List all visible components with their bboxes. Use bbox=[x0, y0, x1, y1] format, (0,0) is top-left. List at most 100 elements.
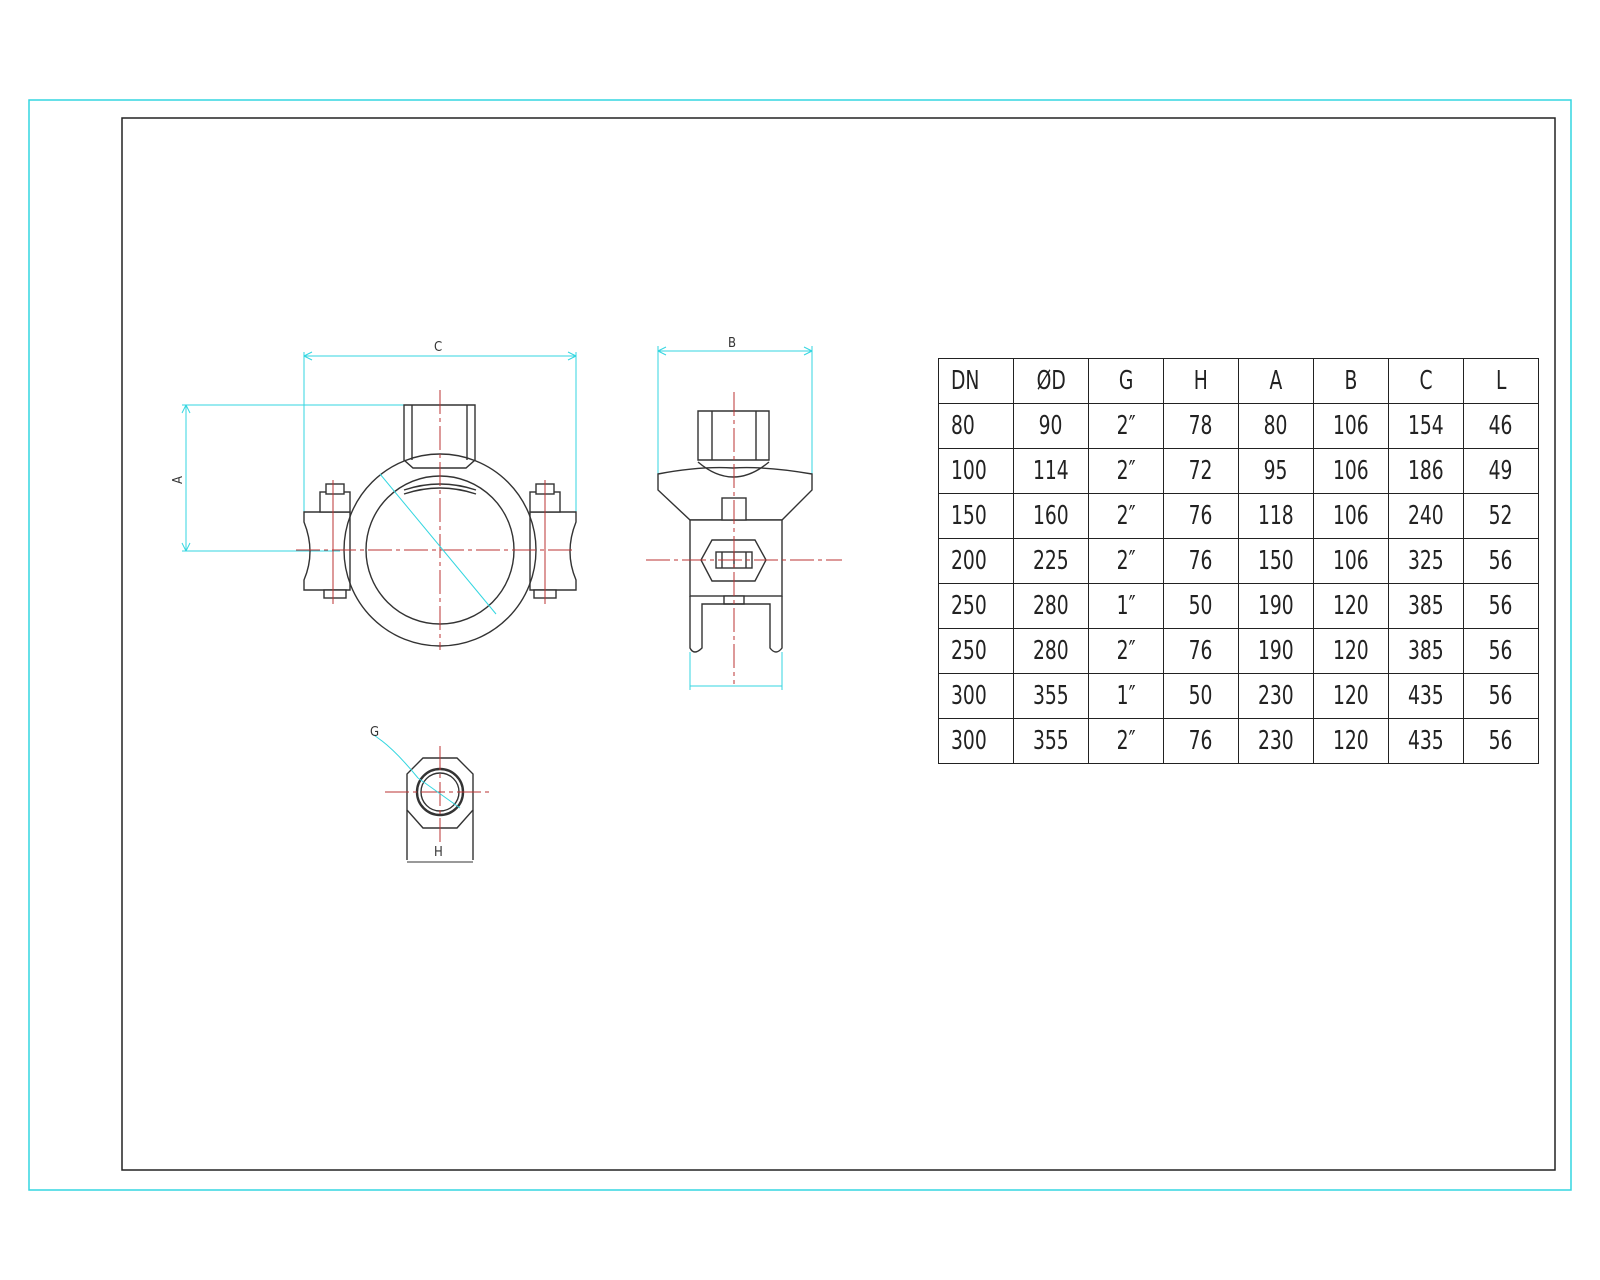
inner-frame bbox=[121, 117, 1556, 1171]
table-cell: 52 bbox=[1463, 493, 1539, 539]
table-cell: 435 bbox=[1388, 718, 1464, 764]
table-header-row: DN ØD G H A B C L bbox=[938, 358, 1539, 404]
table-cell: 50 bbox=[1163, 673, 1239, 719]
table-cell: 106 bbox=[1313, 493, 1389, 539]
dimension-l bbox=[689, 652, 783, 690]
table-cell: 154 bbox=[1388, 403, 1464, 449]
table-cell: 56 bbox=[1463, 673, 1539, 719]
table-cell: 120 bbox=[1313, 583, 1389, 629]
table-cell: 190 bbox=[1238, 583, 1314, 629]
outlet-stub bbox=[403, 404, 476, 469]
header-b: B bbox=[1313, 358, 1389, 404]
table-cell: 190 bbox=[1238, 628, 1314, 674]
table-cell: 1″ bbox=[1088, 673, 1164, 719]
side-view: B bbox=[646, 336, 842, 690]
table-cell: 186 bbox=[1388, 448, 1464, 494]
diameter-line bbox=[379, 473, 497, 615]
outlet-octagon bbox=[406, 757, 474, 829]
table-cell: 56 bbox=[1463, 628, 1539, 674]
side-centerlines bbox=[646, 392, 842, 684]
front-centerlines bbox=[296, 390, 574, 650]
header-dn: DN bbox=[938, 358, 1014, 404]
table-cell: 90 bbox=[1013, 403, 1089, 449]
table-cell: 325 bbox=[1388, 538, 1464, 584]
table-cell: 385 bbox=[1388, 583, 1464, 629]
table-cell: 80 bbox=[1238, 403, 1314, 449]
front-view: C A bbox=[171, 340, 577, 650]
dim-label-h: H bbox=[434, 845, 443, 860]
table-cell: 100 bbox=[938, 448, 1014, 494]
table-cell: 120 bbox=[1313, 628, 1389, 674]
table-cell: 106 bbox=[1313, 448, 1389, 494]
table-cell: 120 bbox=[1313, 718, 1389, 764]
table-cell: 150 bbox=[1238, 538, 1314, 584]
table-cell: 2″ bbox=[1088, 718, 1164, 764]
table-cell: 106 bbox=[1313, 403, 1389, 449]
table-cell: 2″ bbox=[1088, 628, 1164, 674]
table-cell: 250 bbox=[938, 628, 1014, 674]
header-g: G bbox=[1088, 358, 1164, 404]
right-lug bbox=[529, 511, 577, 591]
outlet-view bbox=[371, 733, 492, 863]
dimension-b bbox=[657, 346, 813, 474]
table-cell: 435 bbox=[1388, 673, 1464, 719]
table-cell: 46 bbox=[1463, 403, 1539, 449]
table-cell: 160 bbox=[1013, 493, 1089, 539]
dim-label-g: G bbox=[370, 725, 379, 740]
table-cell: 355 bbox=[1013, 673, 1089, 719]
header-l: L bbox=[1463, 358, 1539, 404]
table-cell: 2″ bbox=[1088, 448, 1164, 494]
table-cell: 76 bbox=[1163, 538, 1239, 584]
table-cell: 355 bbox=[1013, 718, 1089, 764]
dim-label-b: B bbox=[728, 336, 736, 351]
table-cell: 150 bbox=[938, 493, 1014, 539]
outer-border bbox=[28, 99, 1572, 1191]
side-lower-legs bbox=[689, 596, 783, 653]
table-cell: 120 bbox=[1313, 673, 1389, 719]
table-cell: 230 bbox=[1238, 718, 1314, 764]
table-cell: 300 bbox=[938, 718, 1014, 764]
table-cell: 225 bbox=[1013, 538, 1089, 584]
left-bolt bbox=[319, 480, 351, 604]
header-c: C bbox=[1388, 358, 1464, 404]
dimension-c bbox=[303, 351, 577, 512]
table-cell: 95 bbox=[1238, 448, 1314, 494]
table-cell: 80 bbox=[938, 403, 1014, 449]
table-cell: 2″ bbox=[1088, 538, 1164, 584]
table-cell: 200 bbox=[938, 538, 1014, 584]
table-cell: 78 bbox=[1163, 403, 1239, 449]
table-cell: 76 bbox=[1163, 718, 1239, 764]
table-cell: 280 bbox=[1013, 583, 1089, 629]
table-cell: 50 bbox=[1163, 583, 1239, 629]
table-cell: 300 bbox=[938, 673, 1014, 719]
table-cell: 1″ bbox=[1088, 583, 1164, 629]
table-cell: 56 bbox=[1463, 583, 1539, 629]
g-leader bbox=[371, 733, 419, 779]
table-cell: 240 bbox=[1388, 493, 1464, 539]
dim-label-c: C bbox=[434, 340, 442, 355]
table-cell: 76 bbox=[1163, 493, 1239, 539]
header-od: ØD bbox=[1013, 358, 1089, 404]
side-saddle-body bbox=[657, 466, 813, 521]
table-cell: 2″ bbox=[1088, 493, 1164, 539]
table-cell: 72 bbox=[1163, 448, 1239, 494]
table-cell: 2″ bbox=[1088, 403, 1164, 449]
table-cell: 280 bbox=[1013, 628, 1089, 674]
table-cell: 114 bbox=[1013, 448, 1089, 494]
table-cell: 250 bbox=[938, 583, 1014, 629]
table-cell: 230 bbox=[1238, 673, 1314, 719]
table-cell: 76 bbox=[1163, 628, 1239, 674]
table-cell: 106 bbox=[1313, 538, 1389, 584]
header-h: H bbox=[1163, 358, 1239, 404]
header-a: A bbox=[1238, 358, 1314, 404]
